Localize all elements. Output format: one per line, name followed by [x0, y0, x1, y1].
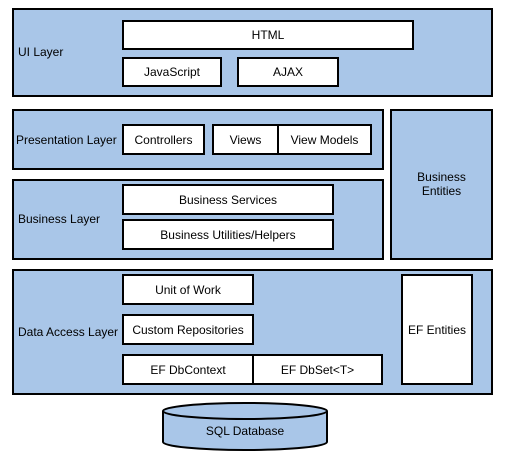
- business-entities-label: Business Entities: [390, 168, 493, 200]
- business-layer-label: Business Layer: [18, 212, 101, 226]
- business-utilities-box: Business Utilities/Helpers: [122, 219, 334, 250]
- view-models-box: View Models: [277, 124, 372, 155]
- html-box: HTML: [122, 20, 414, 50]
- views-box: Views: [212, 124, 279, 155]
- database-body: [162, 411, 328, 451]
- unit-of-work-box: Unit of Work: [122, 274, 254, 305]
- database-top: [162, 402, 328, 420]
- ajax-box: AJAX: [237, 57, 339, 87]
- ef-dbset-box: EF DbSet<T>: [252, 354, 383, 385]
- javascript-box: JavaScript: [122, 57, 222, 87]
- business-services-box: Business Services: [122, 184, 334, 215]
- controllers-box: Controllers: [122, 124, 205, 155]
- sql-database-label: SQL Database: [205, 424, 285, 438]
- ui-layer-label: UI Layer: [18, 45, 64, 59]
- business-entities-layer: [390, 109, 493, 260]
- presentation-layer-label: Presentation Layer: [16, 133, 117, 147]
- custom-repositories-box: Custom Repositories: [122, 314, 254, 345]
- business-entities-line1: Business: [417, 170, 466, 184]
- business-entities-line2: Entities: [421, 184, 462, 198]
- data-access-layer-label: Data Access Layer: [18, 325, 119, 339]
- ef-entities-box: EF Entities: [401, 274, 473, 385]
- ef-dbcontext-box: EF DbContext: [122, 354, 254, 385]
